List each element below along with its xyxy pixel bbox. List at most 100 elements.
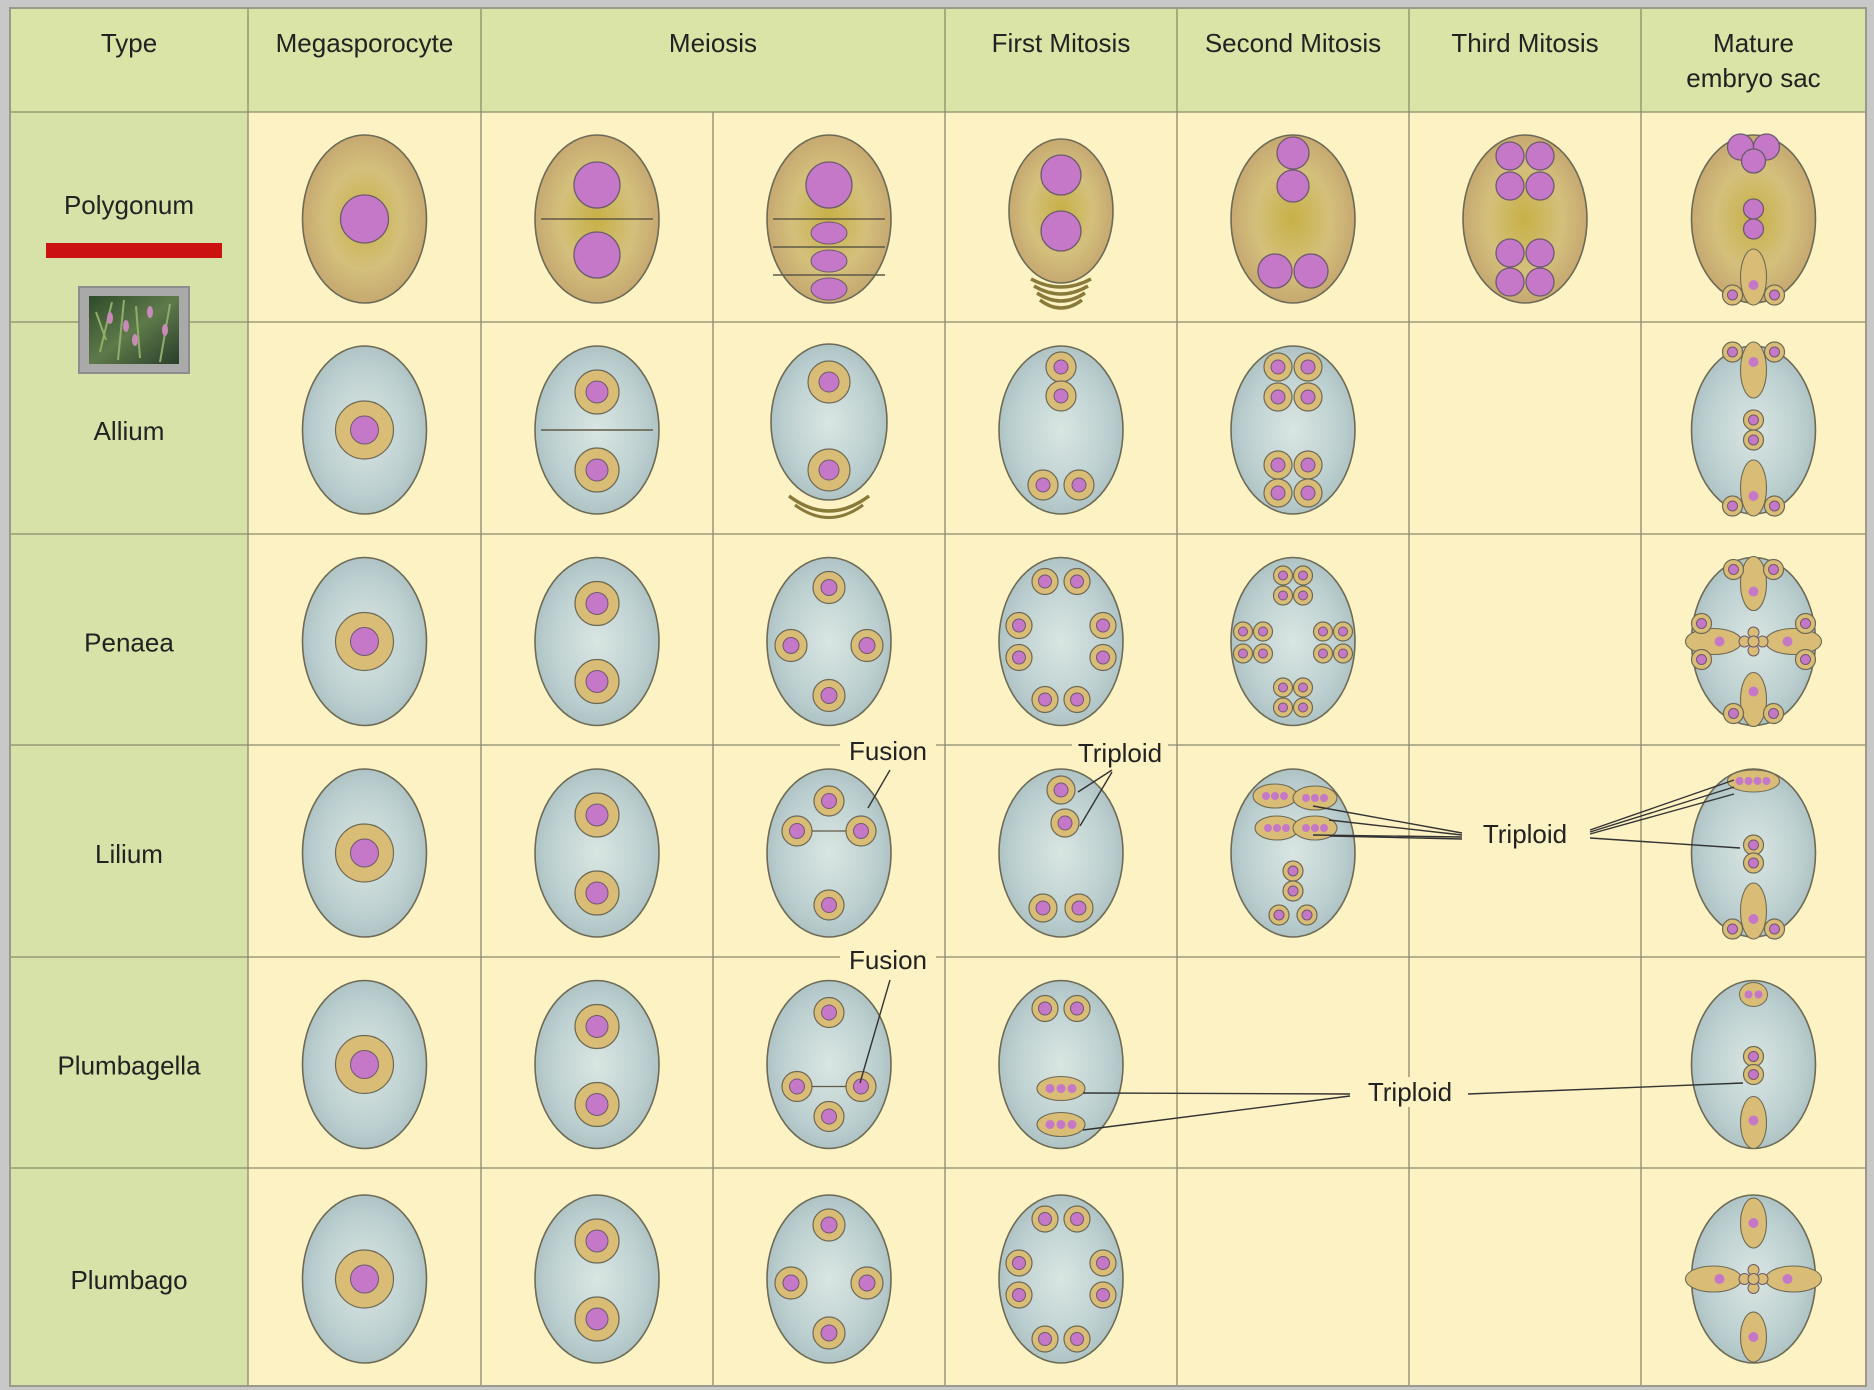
nucleus — [1526, 172, 1554, 200]
column-header-megasporocyte: Megasporocyte — [276, 28, 454, 58]
nucleus — [1288, 866, 1298, 876]
plumbago-first-mitosis — [999, 1195, 1123, 1363]
nucleus — [351, 628, 379, 656]
nucleus — [1271, 458, 1285, 472]
nucleus — [1277, 170, 1309, 202]
nucleus — [811, 222, 847, 244]
nucleus — [822, 1005, 837, 1020]
nucleus — [1744, 219, 1764, 239]
nucleus — [1749, 1070, 1759, 1080]
nucleus — [1299, 683, 1308, 692]
allium-meiosis-dyad — [535, 346, 659, 514]
allium-second-mitosis — [1231, 346, 1355, 514]
nucleus — [1749, 587, 1759, 597]
header-row-background — [10, 8, 1866, 112]
nucleus — [1754, 777, 1762, 785]
nucleus — [1526, 239, 1554, 267]
nucleus — [1755, 991, 1763, 999]
nucleus — [1302, 824, 1310, 832]
nucleus — [1736, 777, 1744, 785]
plumbagella-mature-embryo-sac — [1692, 981, 1816, 1149]
nucleus — [1770, 347, 1780, 357]
nucleus — [1749, 914, 1759, 924]
nucleus — [1258, 254, 1292, 288]
plant-photo-thumbnail — [79, 287, 189, 373]
nucleus — [1294, 254, 1328, 288]
nucleus — [351, 1265, 379, 1293]
nucleus — [1301, 360, 1315, 374]
embryo-sac-outline — [1231, 346, 1355, 514]
nucleus — [822, 794, 837, 809]
nucleus — [821, 688, 837, 704]
penaea-meiosis-tetrad — [767, 558, 891, 726]
nucleus — [1496, 172, 1524, 200]
nucleus — [819, 372, 839, 392]
triploid-label-plumbagella: Triploid — [1368, 1077, 1452, 1107]
nucleus — [1071, 1333, 1084, 1346]
nucleus — [1801, 619, 1811, 629]
lilium-meiosis-tetrad — [767, 769, 891, 937]
nucleus — [586, 593, 608, 615]
penaea-meiosis-dyad — [535, 558, 659, 726]
nucleus — [822, 898, 837, 913]
nucleus — [586, 381, 608, 403]
nucleus — [341, 195, 389, 243]
nucleus — [1769, 709, 1779, 719]
nucleus — [1097, 1257, 1110, 1270]
nucleus — [1036, 478, 1050, 492]
plumbagella-meiosis-tetrad — [767, 981, 891, 1149]
nucleus — [1770, 924, 1780, 934]
row-label-plumbago: Plumbago — [70, 1265, 187, 1295]
nucleus — [1749, 280, 1759, 290]
nucleus — [1057, 1120, 1066, 1129]
nucleus — [819, 460, 839, 480]
nucleus — [1783, 637, 1793, 647]
nucleus — [1770, 290, 1780, 300]
nucleus — [1319, 649, 1328, 658]
nucleus — [1339, 649, 1348, 658]
nucleus — [1271, 486, 1285, 500]
polygonum-megasporocyte — [303, 135, 427, 303]
plumbagella-meiosis-dyad — [535, 981, 659, 1149]
nucleus — [1320, 794, 1328, 802]
row-label-plumbagella: Plumbagella — [57, 1051, 201, 1081]
nucleus — [351, 839, 379, 867]
nucleus — [586, 1308, 608, 1330]
penaea-second-mitosis — [1231, 558, 1355, 726]
egg-cell — [1741, 342, 1767, 398]
nucleus — [1041, 211, 1081, 251]
nucleus — [1280, 792, 1288, 800]
nucleus — [1039, 1002, 1052, 1015]
nucleus — [821, 1325, 837, 1341]
nucleus — [1071, 575, 1084, 588]
penaea-megasporocyte — [303, 558, 427, 726]
egg-cell — [1766, 1266, 1822, 1292]
nucleus — [859, 638, 875, 654]
nucleus — [806, 162, 852, 208]
nucleus — [1271, 360, 1285, 374]
nucleus — [859, 1275, 875, 1291]
nucleus — [1496, 142, 1524, 170]
nucleus — [1068, 1084, 1077, 1093]
nucleus — [1311, 824, 1319, 832]
triploid-label-lilium-first-mitosis: Triploid — [1078, 738, 1162, 768]
nucleus — [1271, 792, 1279, 800]
nucleus — [586, 1094, 608, 1116]
plumbago-meiosis-dyad — [535, 1195, 659, 1363]
nucleus — [1259, 627, 1268, 636]
egg-cell — [1741, 673, 1767, 727]
nucleus — [1036, 901, 1050, 915]
nucleus — [783, 638, 799, 654]
nucleus — [1097, 651, 1110, 664]
nucleus — [1039, 1333, 1052, 1346]
column-header-mature-embryo-sac: embryo sac — [1686, 63, 1820, 93]
lilium-second-mitosis — [1231, 769, 1355, 937]
nucleus — [586, 1230, 608, 1252]
nucleus — [821, 1217, 837, 1233]
nucleus — [1749, 1052, 1759, 1062]
nucleus — [1259, 649, 1268, 658]
nucleus — [1054, 360, 1068, 374]
nucleus — [1769, 565, 1779, 575]
embryo-sac-outline — [999, 558, 1123, 726]
nucleus — [574, 162, 620, 208]
